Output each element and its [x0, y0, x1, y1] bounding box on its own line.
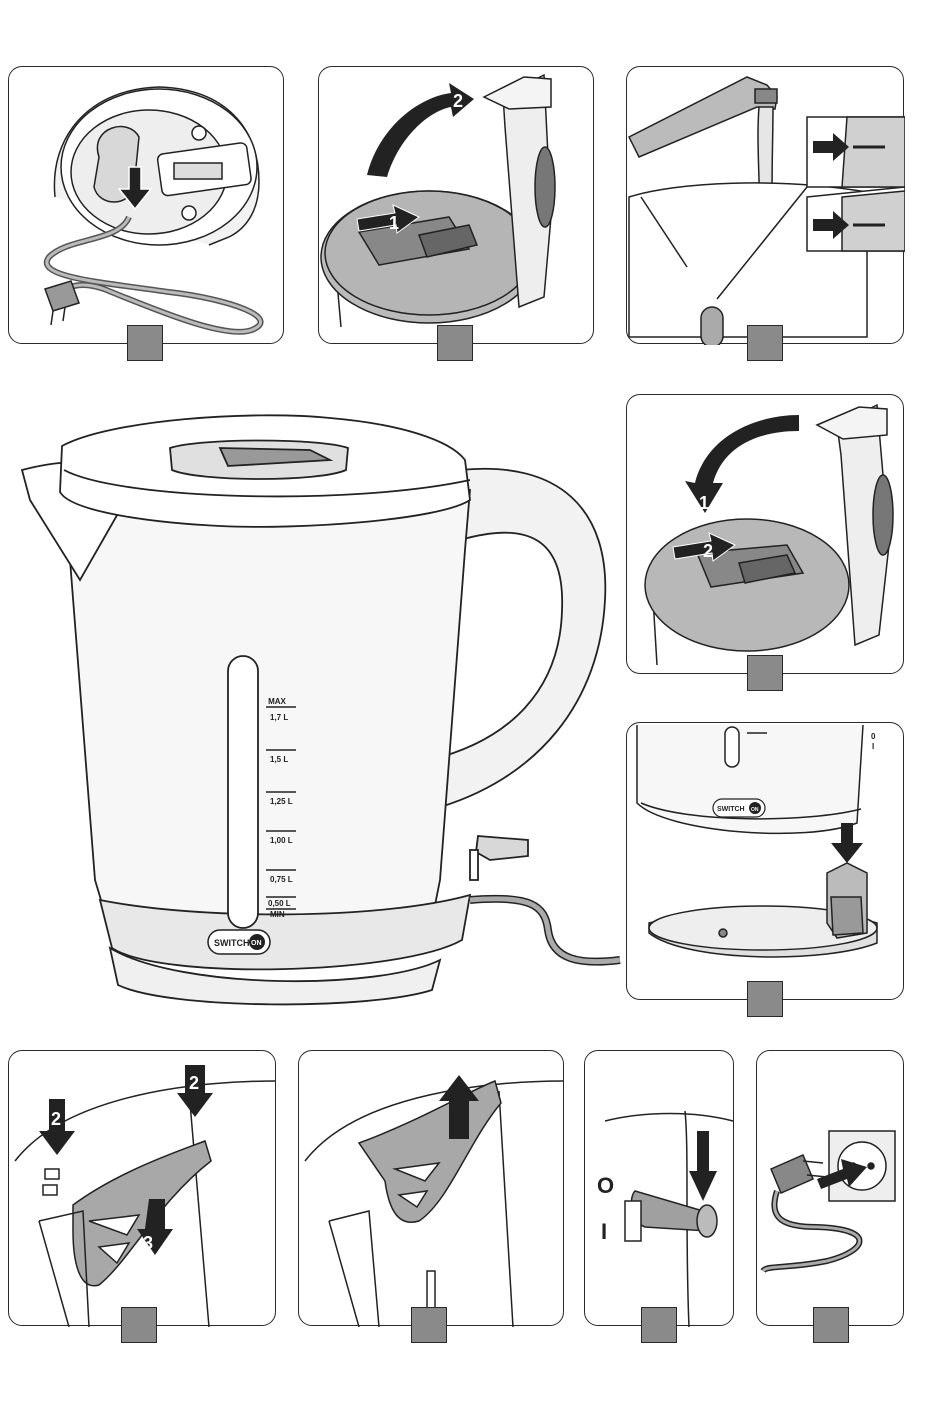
step-number: 2 [453, 91, 463, 111]
step-number: 1 [699, 493, 709, 513]
gauge-max-label: MAX [268, 697, 286, 706]
gauge-mark: 1,7 L [270, 713, 288, 722]
panel-cord-storage [8, 66, 284, 344]
step-tag [747, 325, 783, 361]
gauge-min-label: MIN [270, 910, 285, 919]
panel-remove-filter [298, 1050, 564, 1326]
step-tag [121, 1307, 157, 1343]
gauge-mark: 1,5 L [270, 755, 288, 764]
plug-icon [45, 281, 79, 325]
indicator-mark: I [872, 742, 874, 751]
step-number: 2 [51, 1109, 61, 1129]
step-tag [747, 981, 783, 1017]
panel-insert-filter: 2 2 3 [8, 1050, 276, 1326]
plug-icon [771, 1155, 827, 1193]
panel-open-lid: 2 1 [318, 66, 594, 344]
step-tag [747, 655, 783, 691]
panel-plug-in [756, 1050, 904, 1326]
step-tag [127, 325, 163, 361]
arrow-down-icon [689, 1131, 717, 1201]
switch-on-logo: SWITCH ON [208, 930, 270, 954]
indicator-mark: 0 [871, 732, 876, 741]
svg-text:SWITCH: SWITCH [717, 806, 745, 813]
step-number: 2 [703, 541, 713, 561]
panel-place-on-base: SWITCH ON 0 I [626, 722, 904, 1000]
gauge-mark: 0,50 L [268, 899, 291, 908]
svg-text:SWITCH: SWITCH [214, 938, 250, 948]
gauge-mark: 0,75 L [270, 875, 293, 884]
svg-text:ON: ON [251, 940, 262, 947]
panel-close-lid: 1 2 [626, 394, 904, 674]
gauge-mark: 1,25 L [270, 797, 293, 806]
step-tag [411, 1307, 447, 1343]
panel-fill-water [626, 66, 904, 344]
panel-switch: O I [584, 1050, 734, 1326]
svg-text:ON: ON [751, 807, 759, 813]
switch-symbol: I [601, 1219, 607, 1244]
base-underside-illustration [54, 87, 259, 245]
step-number: 3 [143, 1233, 153, 1253]
main-kettle-illustration: MAX 1,7 L 1,5 L 1,25 L 1,00 L 0,75 L 0,5… [0, 400, 640, 1020]
step-tag [813, 1307, 849, 1343]
step-number: 1 [389, 213, 399, 233]
step-tag [641, 1307, 677, 1343]
step-number: 2 [189, 1073, 199, 1093]
gauge-mark: 1,00 L [270, 836, 293, 845]
switch-on-logo: SWITCH ON [713, 799, 765, 817]
switch-symbol: O [597, 1173, 614, 1198]
step-tag [437, 325, 473, 361]
